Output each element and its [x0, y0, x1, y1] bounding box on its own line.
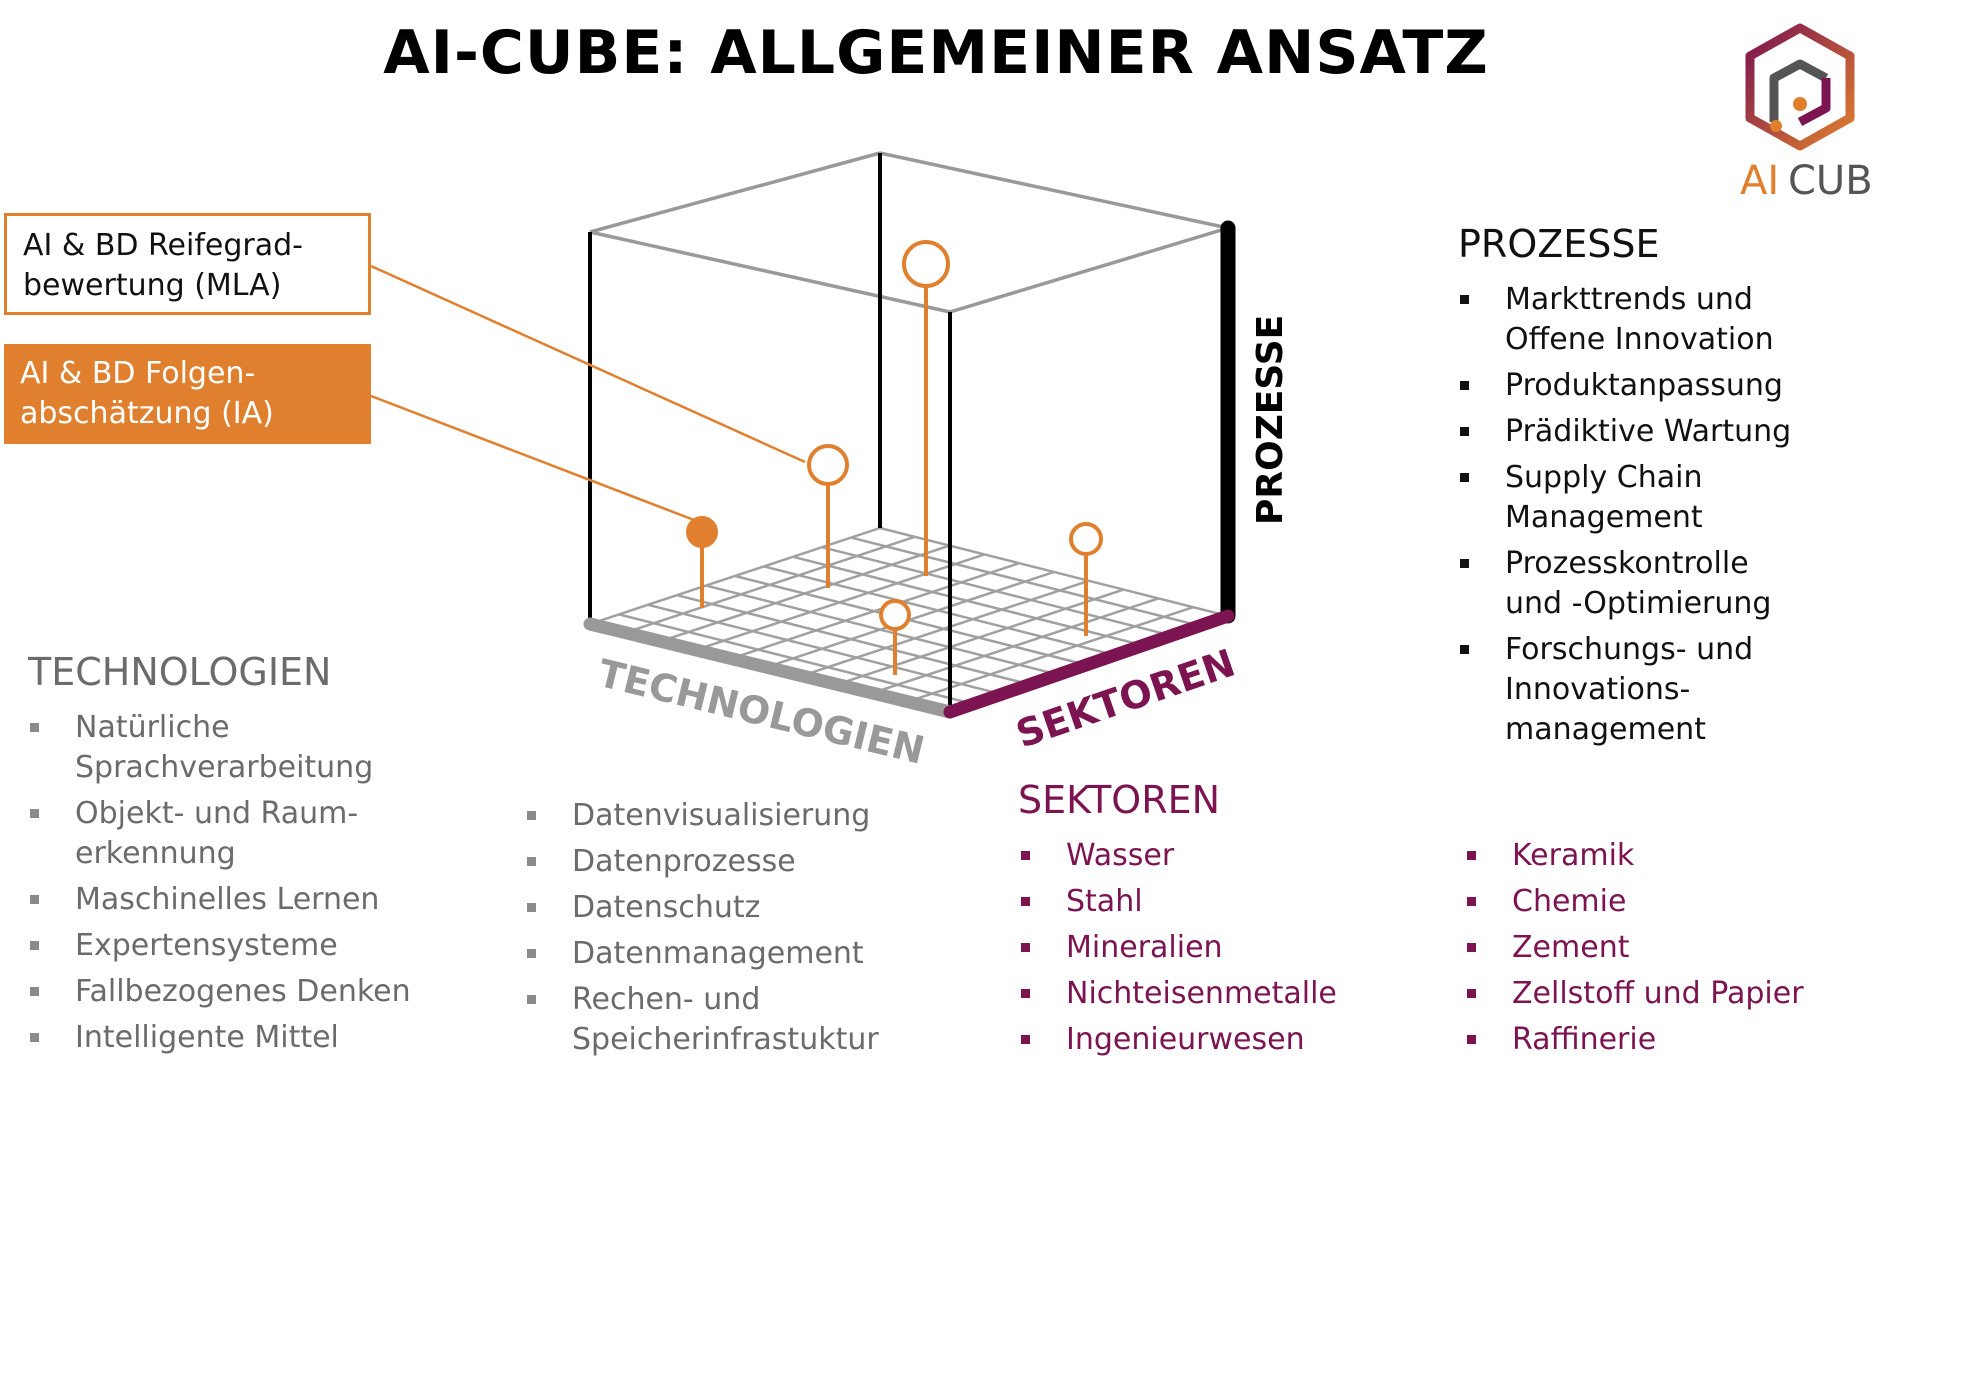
page-title: AI-CUBE: ALLGEMEINER ANSATZ [383, 18, 1489, 88]
list-item: Datenschutz [527, 888, 1012, 928]
list-item: Stahl [1021, 882, 1466, 922]
bullet-icon [1021, 851, 1030, 860]
bullet-icon [1021, 989, 1030, 998]
bullet-icon [1467, 943, 1476, 952]
bullet-icon [1467, 989, 1476, 998]
grid-line-a [647, 603, 997, 695]
bullet-icon [1460, 645, 1469, 654]
callout-mla-line2: bewertung (MLA) [23, 268, 282, 303]
technologien-heading: TECHNOLOGIEN [28, 650, 332, 694]
prozesse-heading: PROZESSE [1458, 222, 1660, 266]
pin-tall-head [902, 240, 950, 288]
axis-label-prozesse: PROZESSE [1250, 315, 1291, 525]
grid-line-b [833, 588, 1124, 687]
grid-floor [589, 526, 1229, 714]
list-item: Datenvisualisierung [527, 796, 1012, 836]
list-item: Zellstoff und Papier [1467, 974, 1952, 1014]
bullet-icon [1467, 1035, 1476, 1044]
callout-mla-line1: AI & BD Reifegrad- [23, 228, 303, 263]
pin-front-head [879, 599, 911, 631]
bullet-icon [1021, 1035, 1030, 1044]
bullet-icon [527, 903, 536, 912]
list-item: Datenprozesse [527, 842, 1012, 882]
sektoren-list-1: Wasser Stahl Mineralien Nichteisenmetall… [1021, 836, 1466, 1066]
pin-ia-head [686, 516, 718, 548]
list-item: Raffinerie [1467, 1020, 1952, 1060]
sektoren-axis [943, 609, 1235, 719]
grid-line-b [868, 597, 1159, 696]
bullet-icon [1460, 427, 1469, 436]
pin-mla-head [807, 444, 849, 486]
callout-ia: AI & BD Folgen- abschätzung (IA) [4, 344, 371, 444]
list-item: Fallbezogenes Denken [30, 972, 505, 1012]
bullet-icon [30, 809, 39, 818]
bullet-icon [1021, 943, 1030, 952]
technologien-axis [583, 617, 957, 719]
callout-ia-line1: AI & BD Folgen- [20, 356, 256, 391]
grid-line-b [798, 579, 1090, 678]
list-item: Mineralien [1021, 928, 1466, 968]
callout-ia-line2: abschätzung (IA) [20, 396, 274, 431]
bullet-icon [527, 857, 536, 866]
cube-logo-icon: AI CUBE [1740, 23, 1898, 204]
grid-line-a [705, 584, 1055, 675]
bullet-icon [30, 941, 39, 950]
cube-edge-top-front [589, 230, 951, 314]
cube-edge-top-side [949, 226, 1229, 314]
bullet-icon [30, 987, 39, 996]
leader-line-mla [370, 264, 806, 464]
sektoren-heading: SEKTOREN [1018, 778, 1221, 822]
list-item: Wasser [1021, 836, 1466, 876]
bullet-icon [1460, 295, 1469, 304]
bullet-icon [30, 895, 39, 904]
logo-text-ai: AI [1740, 158, 1779, 202]
bullet-icon [30, 1033, 39, 1042]
bullet-icon [527, 811, 536, 820]
list-item: Datenmanagement [527, 934, 1012, 974]
list-item: Objekt- und Raum-erkennung [30, 794, 505, 874]
bullet-icon [527, 995, 536, 1004]
list-item: Chemie [1467, 882, 1952, 922]
bullet-icon [1460, 473, 1469, 482]
list-item: Prädiktive Wartung [1460, 412, 1945, 452]
ai-cube-logo: AI CUBE [1736, 22, 1898, 204]
cube-edge-top-right [879, 151, 1229, 230]
sektoren-list-2: Keramik Chemie Zement Zellstoff und Papi… [1467, 836, 1952, 1066]
bullet-icon [527, 949, 536, 958]
list-item: Intelligente Mittel [30, 1018, 505, 1058]
cube-edge-top-back [589, 151, 881, 234]
technologien-list-2: Datenvisualisierung Datenprozesse Datens… [527, 796, 1012, 1066]
bullet-icon [1467, 897, 1476, 906]
list-item: Produktanpassung [1460, 366, 1945, 406]
pin-right-head [1069, 522, 1103, 556]
grid-line-a [676, 593, 1026, 685]
leader-line-ia [370, 394, 695, 522]
list-item: Ingenieurwesen [1021, 1020, 1466, 1060]
callout-mla: AI & BD Reifegrad- bewertung (MLA) [4, 213, 371, 315]
list-item: Expertensysteme [30, 926, 505, 966]
grid-line-a [618, 613, 968, 704]
bullet-icon [1460, 559, 1469, 568]
bullet-icon [1460, 381, 1469, 390]
bullet-icon [30, 723, 39, 732]
bullet-icon [1021, 897, 1030, 906]
list-item: Zement [1467, 928, 1952, 968]
list-item: Nichteisenmetalle [1021, 974, 1466, 1014]
list-item: Maschinelles Lernen [30, 880, 505, 920]
list-item: Keramik [1467, 836, 1952, 876]
bullet-icon [1467, 851, 1476, 860]
